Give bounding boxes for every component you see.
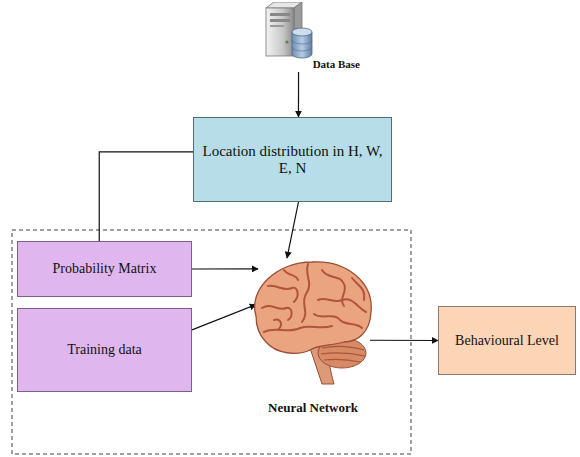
database-icon-part xyxy=(266,8,294,56)
brain-illustration-part-part xyxy=(274,320,281,330)
connector xyxy=(370,340,438,341)
connector xyxy=(298,72,299,117)
brain-illustration-part-part xyxy=(262,306,292,320)
brain-illustration-part-part xyxy=(302,264,309,322)
brain-illustration-part-part xyxy=(268,286,298,302)
brain-illustration-part-part xyxy=(352,278,364,300)
database-icon xyxy=(258,2,318,60)
brain-illustration-part-part xyxy=(314,314,362,328)
process-box: Location distribution in H, W, E, N xyxy=(193,117,392,202)
connector xyxy=(192,305,256,330)
database-icon-part xyxy=(292,28,312,36)
database-icon-part xyxy=(292,40,312,44)
brain-illustration-part-part xyxy=(264,326,332,332)
input-box: Probability Matrix xyxy=(17,241,192,297)
brain-illustration-part-part xyxy=(318,299,366,312)
brain-illustration xyxy=(248,256,378,386)
output-box: Behavioural Level xyxy=(438,306,576,375)
connector xyxy=(192,268,258,269)
brain-illustration-part xyxy=(255,262,372,353)
brain-illustration-part xyxy=(262,264,366,332)
neural-network-node: Neural Network xyxy=(248,256,378,418)
database-icon-part xyxy=(285,40,288,43)
database-icon-part xyxy=(270,25,284,27)
box-text: Behavioural Level xyxy=(455,333,559,349)
connector xyxy=(99,152,193,241)
box-text: Training data xyxy=(67,342,142,358)
box-text: Probability Matrix xyxy=(53,261,157,277)
connector xyxy=(287,202,298,258)
database-icon-part xyxy=(292,47,312,51)
input-box: Training data xyxy=(17,308,192,392)
box-text: Location distribution in H, W, E, N xyxy=(202,143,383,177)
database-icon-part xyxy=(270,13,290,16)
brain-illustration-part-part xyxy=(284,270,298,280)
dashed-boundary xyxy=(12,230,411,454)
database-node: Data Base xyxy=(258,2,362,72)
brain-illustration-part xyxy=(321,346,365,362)
node-label: Neural Network xyxy=(248,400,378,416)
database-icon-part xyxy=(270,19,290,22)
node-label: Data Base xyxy=(313,58,360,70)
